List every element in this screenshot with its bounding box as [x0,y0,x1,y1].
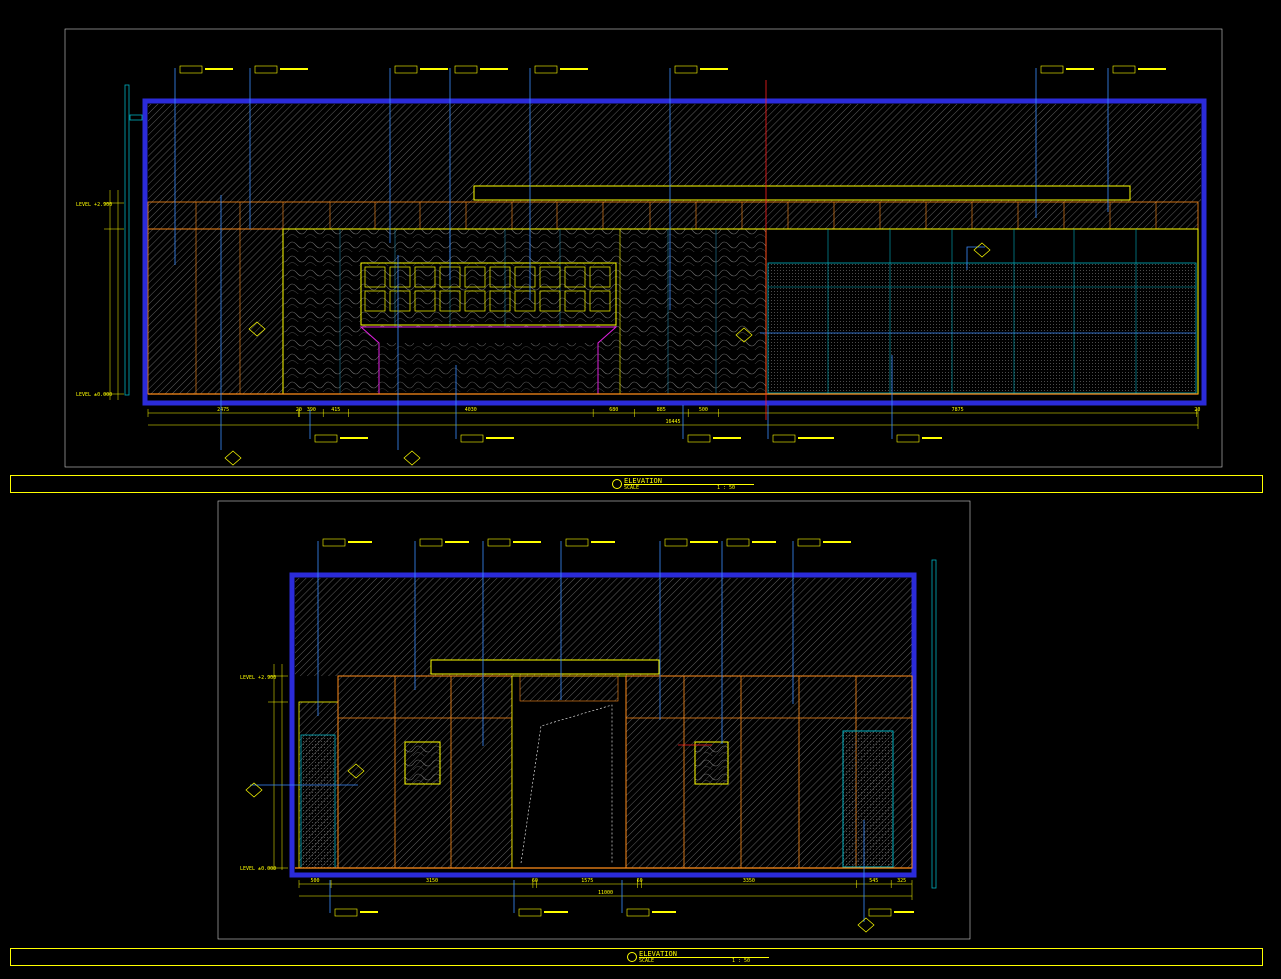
drawing-title-b: ELEVATION [639,950,677,958]
bottom-dimensions-b: 500 3150 60 1575 60 3350 545 325 11000 [298,878,913,900]
title-block-a: ELEVATION SCALE 1 : 50 [10,475,1263,493]
dimension-label: 885 [657,407,666,413]
dimension-label: 7875 [952,407,964,413]
cabinet-cells-a [364,266,611,312]
drawing-number-circle-a [612,479,622,489]
central-opening-b [511,675,627,869]
dimension-label: 325 [897,878,906,884]
dimension-label: 500 [311,878,320,884]
scale-label-b: SCALE [639,958,655,964]
title-block-b: ELEVATION SCALE 1 : 50 [10,948,1263,966]
title-underline-b [639,957,769,958]
ceiling-level-label-a: LEVEL +2.900 [76,202,112,208]
wall-boundary-b [289,572,917,878]
dimension-label: 3150 [426,878,438,884]
cornice-band-a [147,201,1199,230]
section-markers-b [245,763,875,933]
floor-level-label-a: LEVEL ±0.000 [76,392,112,398]
section-markers-a [224,242,991,466]
dimension-label: 415 [331,407,340,413]
dimension-label: 390 [307,407,316,413]
dimension-label: 3350 [743,878,755,884]
drawing-title-a: ELEVATION [624,477,662,485]
elevation-drawing-b: LEVEL +2.900 LEVEL ±0.000 500 3150 60 1575 6… [217,500,971,940]
elevation-drawing-a: LEVEL +2.900 LEVEL ±0.000 2475 20 390 415 40… [64,28,1223,468]
scale-label-a: SCALE [624,485,640,491]
cornice-joints-a [195,202,1157,229]
ceiling-level-label-b: LEVEL +2.900 [240,675,276,681]
drawing-number-circle-b [627,952,637,962]
material-tags-b [322,538,892,917]
dimension-label: 500 [699,407,708,413]
dimension-label: 20 [1194,407,1200,413]
dimension-label: 60 [637,878,643,884]
wall-boundary-a [142,98,1207,406]
sheet-frame-a [64,28,1223,468]
bottom-dimensions-a: 2475 20 390 415 4030 680 885 500 7875 20 16445 [147,407,1200,429]
display-cabinet-a [360,262,617,326]
dimension-total-label: 11000 [598,890,613,896]
material-tags-a [179,65,1136,443]
scale-value-a: 1 : 50 [717,485,736,491]
dimension-label: 60 [532,878,538,884]
dimension-label: 4030 [465,407,477,413]
leaders-b [250,541,865,922]
leaders-a [174,68,1196,450]
dimension-label: 2475 [217,407,229,413]
sheet-frame-b [217,500,971,940]
scale-value-b: 1 : 50 [732,958,751,964]
ceiling-soffit-a [473,185,1131,201]
dimension-label: 680 [609,407,618,413]
door-b [842,730,894,868]
dimension-label: 20 [296,407,302,413]
title-underline-a [624,484,754,485]
left-wall-panel-a [147,228,284,395]
dimension-total-label: 16445 [665,419,680,425]
ceiling-soffit-b [430,659,660,675]
dimension-label: 1575 [581,878,593,884]
floor-level-label-b: LEVEL ±0.000 [240,866,276,872]
dimension-label: 545 [869,878,878,884]
